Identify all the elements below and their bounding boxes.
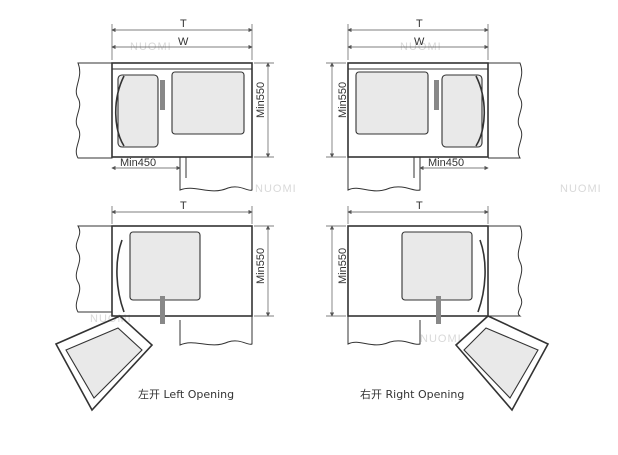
watermark: NUOMI xyxy=(560,183,602,195)
hinge xyxy=(160,80,165,110)
dimension-label-w: W xyxy=(178,36,189,48)
top-right-layout: T W Min550 Min450 xyxy=(326,18,523,192)
basket xyxy=(441,74,483,148)
cabinet-frame xyxy=(111,62,253,158)
dimension-label-min550: Min550 xyxy=(255,82,267,118)
bottom-right-layout: T Min550 右开 Right Opening xyxy=(326,200,550,412)
dimension-label-min550: Min550 xyxy=(337,82,349,118)
caption-left-opening: 左开 Left Opening xyxy=(138,388,234,401)
dimension-label-min450: Min450 xyxy=(428,157,464,169)
open-basket xyxy=(454,315,550,412)
dimension-label-min450: Min450 xyxy=(120,157,156,169)
dimension-label-t: T xyxy=(180,18,187,30)
watermark: NUOMI xyxy=(255,183,297,195)
dimension-label-t: T xyxy=(416,200,423,212)
watermarks: NUOMI NUOMI NUOMI NUOMI NUOMI NUOMI xyxy=(90,41,602,345)
bottom-left-layout: T Min550 左开 Left Opening xyxy=(54,200,274,412)
caption-right-opening: 右开 Right Opening xyxy=(360,387,464,401)
dimension-label-min550: Min550 xyxy=(337,248,349,284)
hinge xyxy=(436,296,441,324)
wall-section xyxy=(488,62,523,159)
cabinet-frame xyxy=(347,62,489,158)
watermark: NUOMI xyxy=(420,333,462,345)
hinge xyxy=(434,80,439,110)
wall-section xyxy=(488,225,523,317)
cabinet-frame xyxy=(111,225,253,317)
basket xyxy=(401,231,473,301)
basket xyxy=(129,231,201,301)
basket xyxy=(117,74,159,148)
basket xyxy=(355,71,429,135)
top-left-layout: T W Min550 Min450 xyxy=(75,18,274,192)
cabinet-frame xyxy=(347,225,489,317)
wall-section xyxy=(75,62,113,159)
dimension-label-min550: Min550 xyxy=(255,248,267,284)
basket xyxy=(171,71,245,135)
dimension-label-w: W xyxy=(414,36,425,48)
dimension-label-t: T xyxy=(180,200,187,212)
open-basket xyxy=(54,315,154,412)
dimension-label-t: T xyxy=(416,18,423,30)
wall-section xyxy=(75,225,113,313)
watermark: NUOMI xyxy=(90,313,132,325)
hinge xyxy=(160,296,165,324)
